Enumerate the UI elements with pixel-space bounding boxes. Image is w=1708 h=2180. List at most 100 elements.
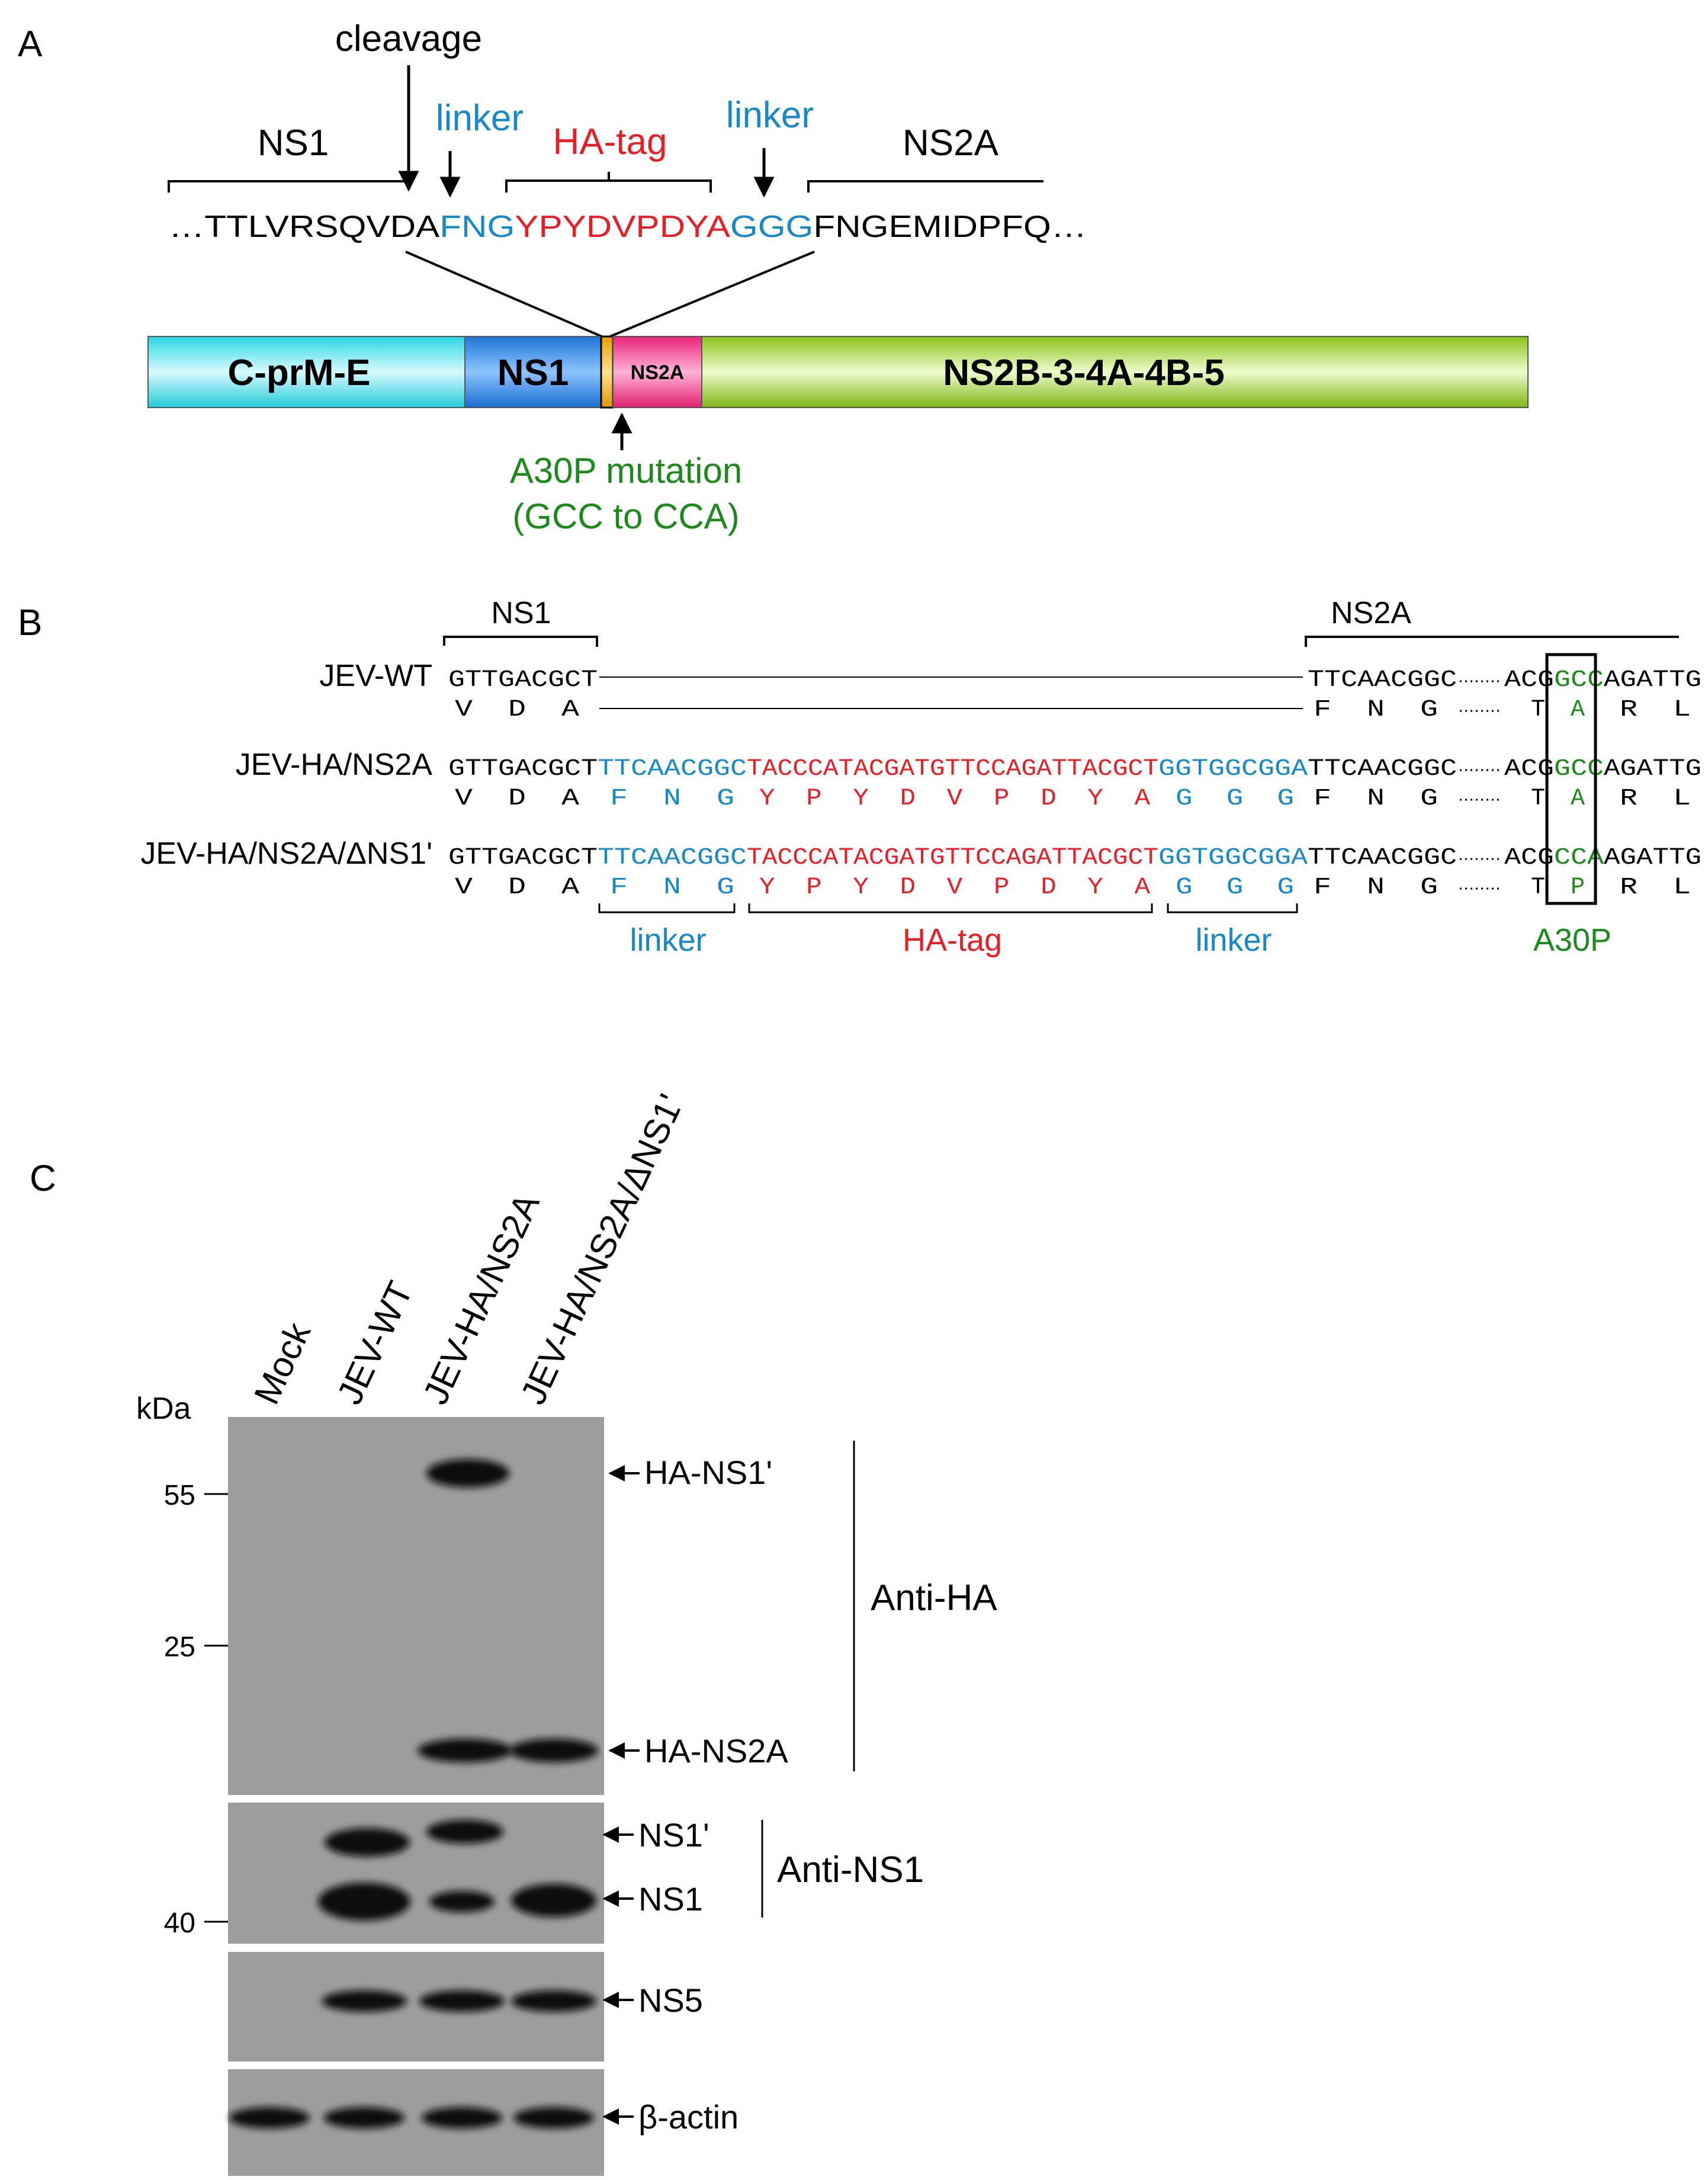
aa-t-dns1: T [1531, 874, 1545, 901]
aa-ns1-wt: V D A [455, 697, 579, 723]
blot-anti-ha [228, 1417, 604, 1795]
aa-ns2a-wt: F N G [1314, 697, 1438, 723]
nt-ns1-ha-ns2a: GTTGACGCT [448, 756, 598, 783]
panel-b-label: B [18, 602, 42, 643]
lane-label-mock: Mock [246, 1316, 319, 1410]
ns2a-label-a: NS2A [903, 123, 999, 164]
ns2a-bracket-b [1305, 636, 1679, 647]
ns2a-label-b: NS2A [1331, 596, 1411, 630]
linker-label-2: linker [726, 95, 814, 136]
nt-post-dns1: AGATTG [1604, 845, 1701, 871]
aa-linker2-dns1: G G G [1176, 874, 1294, 901]
label-ha-ns2a: HA-NS2A [644, 1732, 788, 1769]
nt-ns1-dns1: GTTGACGCT [448, 845, 598, 871]
aa-codon-dns1: P [1571, 874, 1585, 901]
band-actin-lane1 [229, 2107, 310, 2128]
marker-label-25: 25 [164, 1631, 195, 1663]
bracket-linker1-label: linker [630, 922, 706, 958]
seq-row-ha-ns2a: JEV-HA/NS2A GTTGACGCT TTCAACGGC TACCCATA… [236, 748, 1701, 812]
band-ns1-lane3 [429, 1891, 495, 1912]
band-ha-ns2a-lane3 [418, 1739, 512, 1762]
aa-linker1-dns1: F N G [610, 874, 734, 901]
mutation-label-1: A30P mutation [510, 451, 743, 490]
band-actin-lane4 [513, 2107, 594, 2128]
lane-label-jev-ha-ns2a-dns1: JEV-HA/NS2A/ΔNS1' [513, 1088, 691, 1410]
genome-ns1-label: NS1 [497, 352, 569, 393]
genome-ns2a-label: NS2A [631, 361, 685, 384]
marker-label-55: 55 [164, 1480, 195, 1511]
genome-cprme [147, 336, 465, 408]
aa-ns2a-ha-ns2a: F N G [1314, 786, 1438, 812]
aa-ns1-dns1: V D A [455, 874, 579, 901]
codon-box [1545, 653, 1597, 905]
nt-ns2a-dns1: TTCAACGGC [1308, 845, 1457, 871]
anti-ha-label: Anti-HA [871, 1578, 997, 1618]
aa-post-ha-ns2a: R L [1620, 786, 1691, 812]
nt-linker1-ha-ns2a: TTCAACGGC [598, 756, 747, 783]
ns1-bracket-b [443, 636, 598, 647]
nt-ns2a-wt: TTCAACGGC [1308, 667, 1457, 694]
band-ns5-lane4 [511, 1990, 596, 2012]
marker-label-40: 40 [164, 1908, 195, 1939]
seq-row-wt: JEV-WT GTTGACGCT TTCAACGGC ACG GCC AGATT… [319, 659, 1701, 723]
band-ns5-lane3 [419, 1990, 505, 2012]
bracket-ha-label: HA-tag [903, 922, 1002, 958]
nt-post-ha-ns2a: AGATTG [1604, 756, 1701, 783]
nt-ha-dns1: TACCCATACGATGTTCCAGATTACGCT [747, 845, 1158, 871]
ha-tag-bracket [505, 172, 712, 193]
seq-linker2: GGG [730, 210, 813, 244]
band-ns5-lane2 [322, 1990, 407, 2012]
seq-prefix: …TTLVRSQVDA [169, 210, 440, 244]
band-actin-lane2 [324, 2107, 404, 2128]
band-ha-ns1p-lane3 [426, 1459, 509, 1487]
bracket-linker1 [598, 903, 736, 913]
insert-line-right [609, 251, 815, 338]
panel-a-label: A [18, 24, 43, 65]
genome-ha-insert [600, 335, 614, 409]
aa-codon-wt: A [1571, 697, 1585, 723]
genome-ns1 [464, 336, 602, 408]
aa-ha-dns1: Y P Y D V P D Y A [759, 874, 1150, 901]
aa-t-ha-ns2a: T [1531, 786, 1545, 812]
aa-linker2-ha-ns2a: G G G [1176, 786, 1294, 812]
ha-tag-label: HA-tag [553, 121, 667, 162]
anti-ns1-label: Anti-NS1 [777, 1849, 924, 1890]
blot-anti-ns1 [228, 1803, 604, 1944]
seq-ha: YPYDVPDYA [515, 210, 730, 244]
label-ns1: NS1 [638, 1880, 703, 1918]
row-name-wt: JEV-WT [319, 659, 432, 693]
ns1-label-a: NS1 [258, 123, 329, 164]
bracket-linker2-label: linker [1195, 922, 1272, 958]
linker-label-1: linker [436, 98, 524, 139]
panel-c: C Mock JEV-WT JEV-HA/NS2A JEV-HA/NS2A/ΔN… [30, 1088, 997, 2176]
nt-post-wt: AGATTG [1604, 667, 1701, 694]
aa-post-dns1: R L [1620, 874, 1691, 901]
panel-c-label: C [30, 1158, 56, 1199]
aa-linker1-ha-ns2a: F N G [610, 786, 734, 812]
genome-rest [701, 336, 1529, 408]
band-ns1-lane4 [511, 1884, 596, 1917]
nt-linker2-dns1: GGTGGCGGA [1158, 845, 1308, 871]
nt-ha-ha-ns2a: TACCCATACGATGTTCCAGATTACGCT [747, 756, 1158, 783]
panel-a: A cleavage linker HA-tag linker NS1 NS2A… [18, 18, 1529, 536]
aa-ns2a-dns1: F N G [1314, 874, 1438, 901]
nt-ns2a-ha-ns2a: TTCAACGGC [1308, 756, 1457, 783]
ns2a-bracket-a [807, 180, 1044, 193]
nt-linker2-ha-ns2a: GGTGGCGGA [1158, 756, 1308, 783]
label-ns5: NS5 [638, 1982, 703, 2019]
row-name-dns1: JEV-HA/NS2A/ΔNS1' [140, 836, 432, 871]
panel-b: B NS1 NS2A JEV-WT GTTGACGCT TTCAACGGC AC… [18, 596, 1701, 958]
label-ns1p: NS1' [638, 1816, 709, 1854]
seq-linker1: FNG [439, 210, 515, 244]
seq-row-dns1: JEV-HA/NS2A/ΔNS1' GTTGACGCT TTCAACGGC TA… [140, 836, 1701, 901]
aa-ha-ha-ns2a: Y P Y D V P D Y A [759, 786, 1150, 812]
ns1-bracket-a [168, 180, 409, 193]
aa-ns1-ha-ns2a: V D A [455, 786, 579, 812]
aa-codon-ha-ns2a: A [1571, 786, 1585, 812]
band-ns1-lane2 [318, 1883, 410, 1921]
bracket-ha [748, 903, 1153, 913]
bracket-mut-label: A30P [1533, 922, 1611, 958]
genome-rest-label: NS2B-3-4A-4B-5 [943, 352, 1224, 393]
label-actin: β-actin [638, 2098, 739, 2136]
